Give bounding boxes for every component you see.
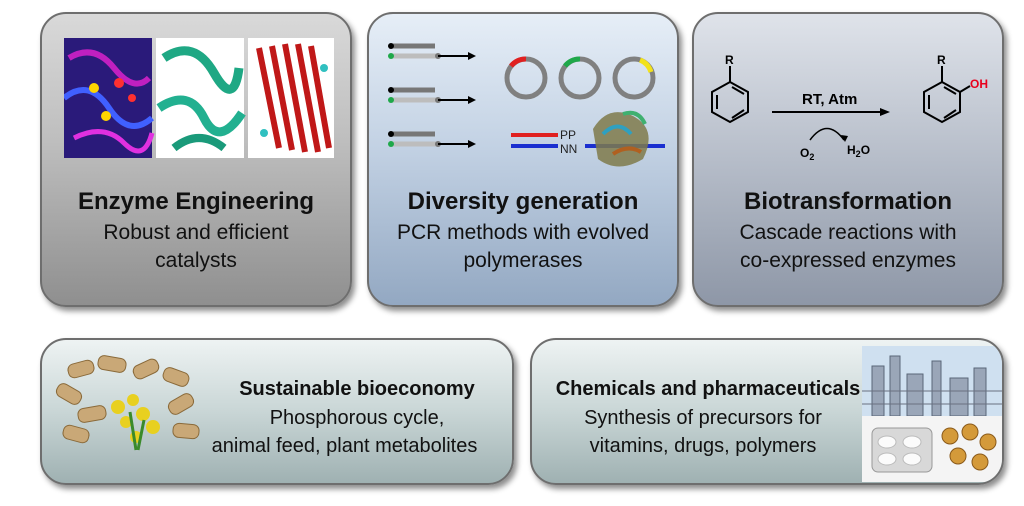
protein-structures-image: [64, 38, 334, 158]
chemicals-pharmaceuticals-card: Chemicals and pharmaceuticals Synthesis …: [530, 338, 1004, 485]
svg-text:OH: OH: [970, 77, 988, 91]
diversity-generation-card: PP NN Diversity generation PCR methods w…: [367, 12, 679, 307]
chemicals-pharmaceuticals-line2: vitamins, drugs, polymers: [589, 435, 817, 457]
primer-arrows: [388, 43, 476, 148]
biotransformation-title: Biotransformation: [743, 188, 952, 215]
sustainable-bioeconomy-title: Sustainable bioeconomy: [239, 378, 475, 400]
reaction-scheme: R RT, Atm O2 H2O R OH: [711, 53, 988, 162]
svg-text:R: R: [725, 53, 734, 67]
svg-text:PP: PP: [560, 128, 576, 142]
polymerase-dna: PP NN: [511, 110, 665, 167]
chemicals-pharmaceuticals-title: Chemicals and pharmaceuticals: [555, 378, 861, 400]
svg-text:NN: NN: [560, 142, 577, 156]
sustainable-bioeconomy-line2: animal feed, plant metabolites: [211, 435, 478, 457]
svg-text:RT, Atm: RT, Atm: [802, 91, 857, 108]
enzyme-engineering-line2: catalysts: [155, 249, 237, 272]
diversity-generation-line2: polymerases: [463, 249, 583, 272]
biotransformation-line2: co-expressed enzymes: [740, 249, 956, 272]
chemicals-pharmaceuticals-line1: Synthesis of precursors for: [584, 407, 822, 429]
enzyme-engineering-line1: Robust and efficient: [103, 221, 289, 244]
pellets-flowers-image: [55, 355, 200, 451]
enzyme-engineering-card: Enzyme Engineering Robust and efficient …: [40, 12, 352, 307]
svg-text:R: R: [937, 53, 946, 67]
phenol-product: [923, 66, 971, 124]
svg-text:H2O: H2O: [847, 143, 870, 159]
refinery-pills-image: [862, 346, 1002, 482]
svg-text:O2: O2: [800, 146, 814, 162]
enzyme-engineering-title: Enzyme Engineering: [77, 188, 315, 215]
plasmid-circles: [504, 56, 656, 100]
benzene-reactant: [711, 66, 749, 124]
pcr-diagram: PP NN: [388, 43, 665, 167]
biotransformation-card: R RT, Atm O2 H2O R OH Biotransformation …: [692, 12, 1004, 307]
diversity-generation-line1: PCR methods with evolved: [396, 221, 650, 244]
biotransformation-line1: Cascade reactions with: [739, 221, 957, 244]
sustainable-bioeconomy-line1: Phosphorous cycle,: [269, 407, 445, 429]
sustainable-bioeconomy-card: Sustainable bioeconomy Phosphorous cycle…: [40, 338, 514, 485]
diversity-generation-title: Diversity generation: [407, 188, 639, 215]
